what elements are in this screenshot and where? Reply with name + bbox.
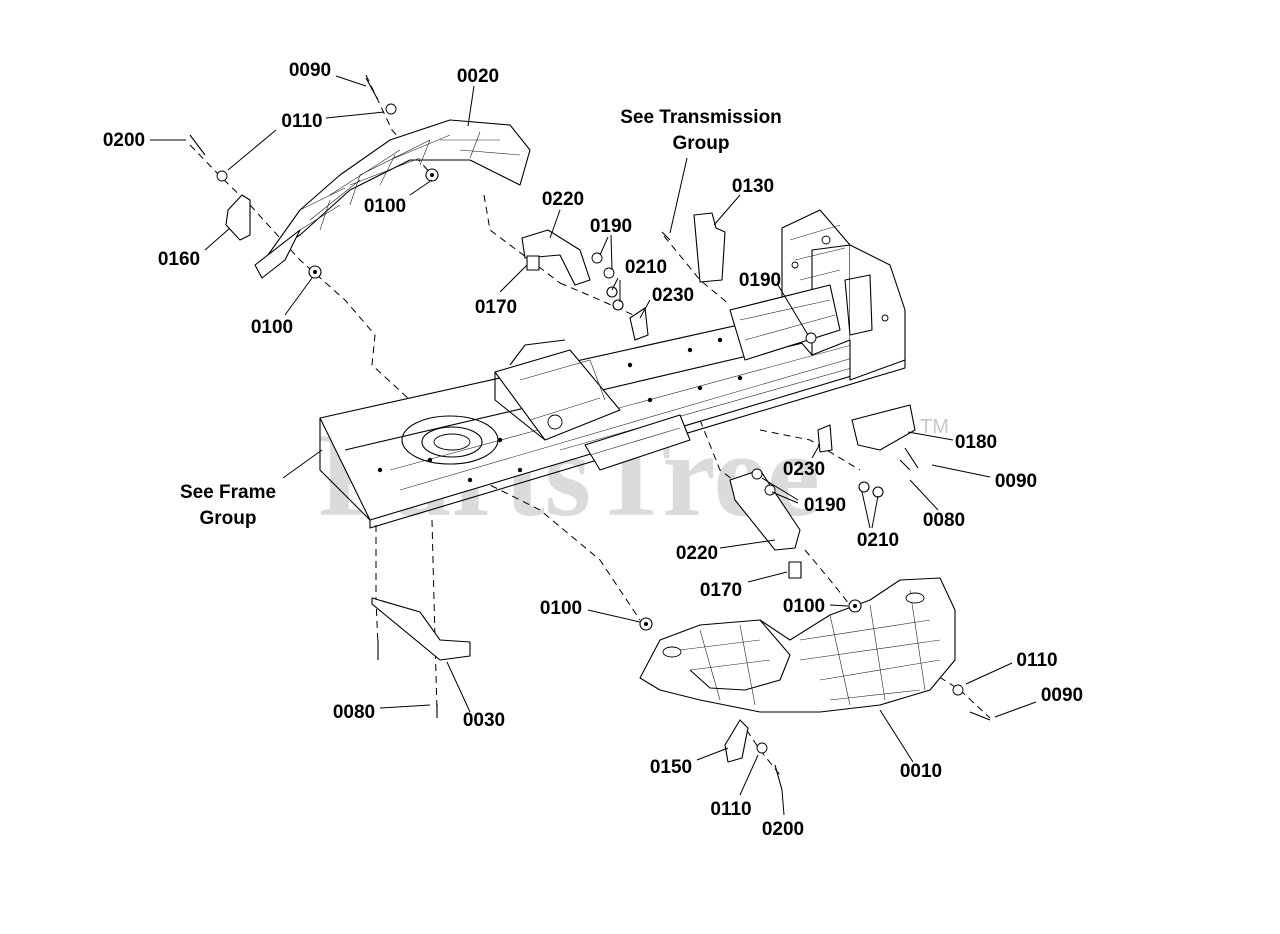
callout-label: 0090 <box>1041 685 1083 706</box>
bracket-0150 <box>724 719 749 763</box>
center-bracket <box>494 339 621 441</box>
callout-label: 0110 <box>710 799 751 820</box>
bracket-0160 <box>225 194 251 241</box>
callout-label: 0110 <box>1016 650 1057 671</box>
callout-label: 0010 <box>900 761 942 782</box>
callout-label: 0090 <box>289 60 331 81</box>
callout-label: 0190 <box>590 216 632 237</box>
callout-label: 0210 <box>857 530 899 551</box>
note-transmission-line1: See Transmission <box>620 107 782 128</box>
callout-labels: 0090 0020 0200 0110 0100 0160 0100 0220 … <box>103 60 1083 840</box>
callout-label: 0230 <box>783 459 825 480</box>
callout-label: 0020 <box>457 66 499 87</box>
clip-0170-lower <box>788 561 802 579</box>
watermark-trademark: TM <box>920 416 949 438</box>
callout-label: 0170 <box>700 580 742 601</box>
callout-label: 0100 <box>540 598 582 619</box>
callout-label: 0180 <box>955 432 997 453</box>
bracket-0230-lower <box>817 424 833 453</box>
callout-label: 0190 <box>804 495 846 516</box>
leader-lines <box>150 75 1037 816</box>
callout-label: 0200 <box>762 819 804 840</box>
callout-label: 0210 <box>625 257 667 278</box>
side-rails <box>584 284 841 471</box>
callout-label: 0110 <box>281 111 322 132</box>
callout-label: 0190 <box>739 270 781 291</box>
plate-0130 <box>693 212 726 283</box>
callout-label: 0090 <box>995 471 1037 492</box>
callout-label: 0220 <box>542 189 584 210</box>
callout-label: 0160 <box>158 249 200 270</box>
note-transmission-line2: Group <box>673 133 730 154</box>
callout-label: 0100 <box>251 317 293 338</box>
bracket-0230-upper <box>629 307 649 341</box>
bracket-0030 <box>371 597 471 661</box>
callout-label: 0200 <box>103 130 145 151</box>
callout-label: 0150 <box>650 757 692 778</box>
note-frame-line1: See Frame <box>180 482 276 503</box>
callout-label: 0080 <box>923 510 965 531</box>
clip-0170-upper <box>526 255 540 271</box>
callout-label: 0080 <box>333 702 375 723</box>
callout-label: 0030 <box>463 710 505 731</box>
note-frame-line2: Group <box>200 508 257 529</box>
reference-notes: See Transmission Group See Frame Group <box>180 107 782 529</box>
callout-label: 0220 <box>676 543 718 564</box>
discharge-shield-right <box>639 577 956 713</box>
callout-label: 0100 <box>364 196 406 217</box>
discharge-shield-left <box>254 119 531 279</box>
plate-0180 <box>851 404 916 451</box>
callout-label: 0170 <box>475 297 517 318</box>
hardware <box>189 77 991 791</box>
callout-label: 0230 <box>652 285 694 306</box>
callout-label: 0100 <box>783 596 825 617</box>
callout-label: 0130 <box>732 176 774 197</box>
